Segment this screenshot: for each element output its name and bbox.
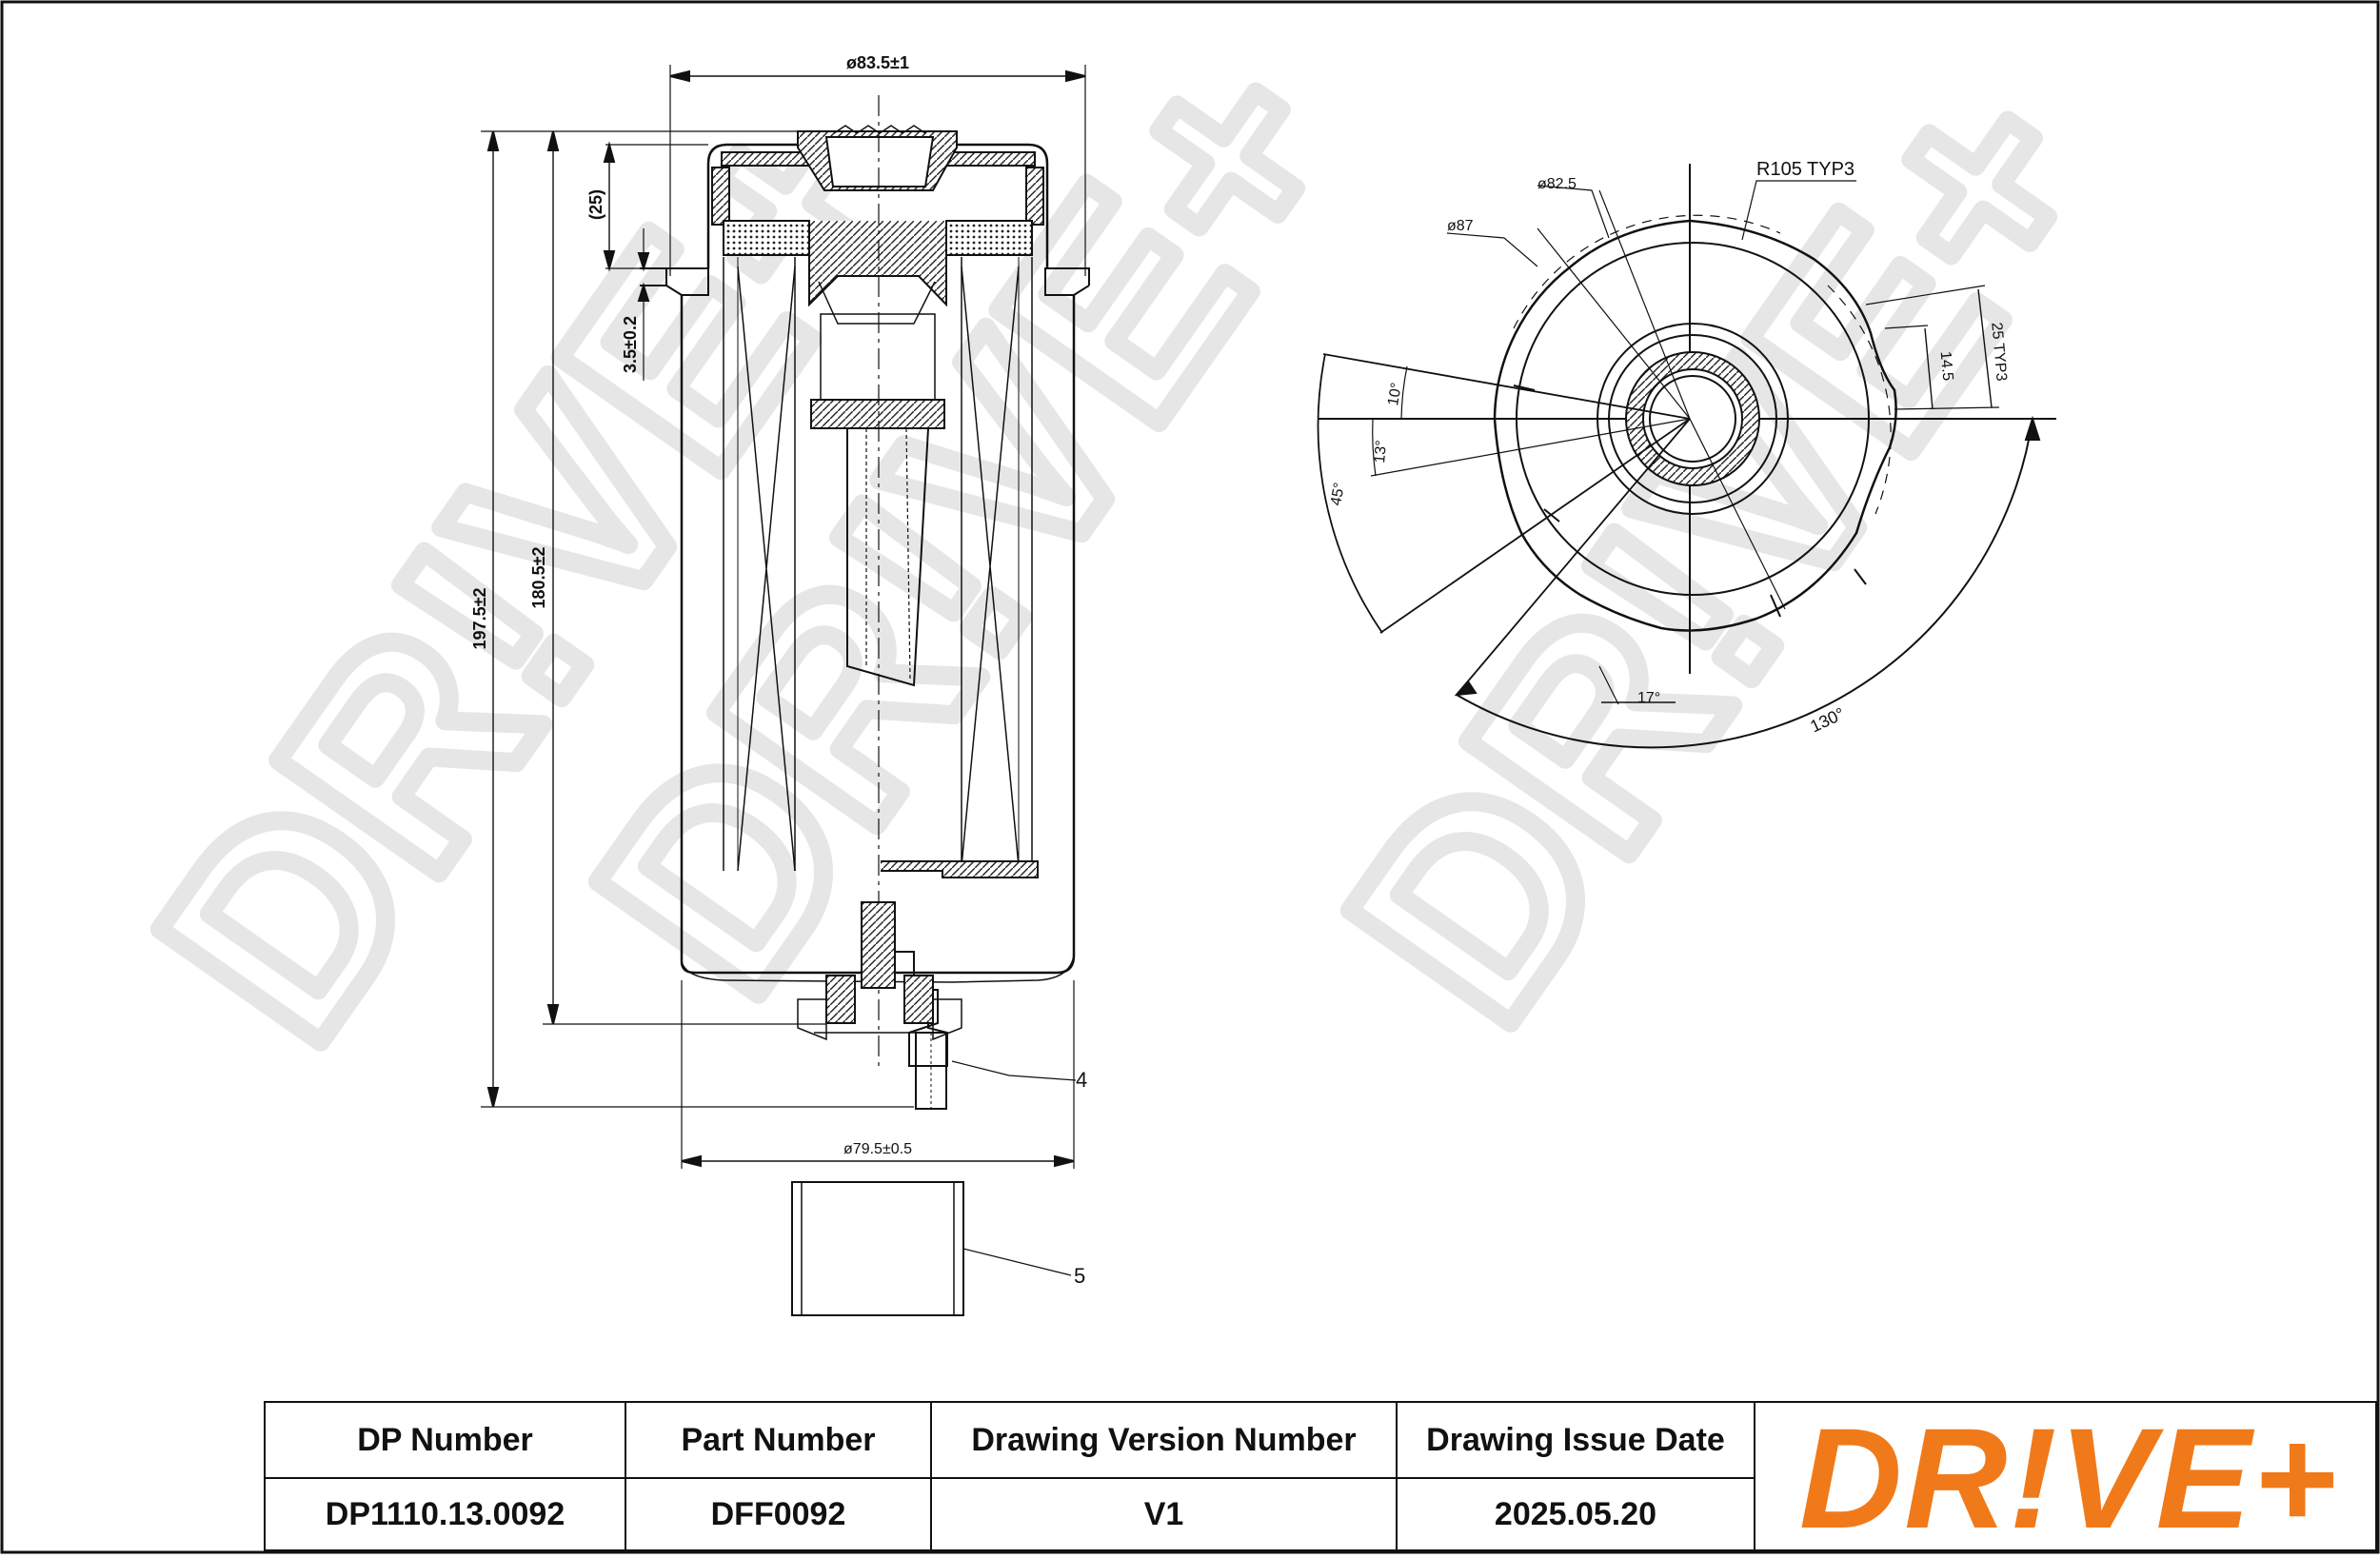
callout-4: 4: [1076, 1068, 1087, 1092]
dim-angle-45: 45°: [1328, 482, 1348, 507]
header-dp-number: DP Number: [357, 1421, 533, 1458]
value-part-number: DFF0092: [710, 1495, 846, 1532]
watermark-text-3: DR!VE+: [1287, 26, 2154, 1074]
dim-overall-height: 197.5±2: [470, 588, 489, 650]
header-part-number: Part Number: [681, 1421, 876, 1458]
dim-top-diameter: ø83.5±1: [846, 53, 909, 72]
dim-d87: ø87: [1447, 218, 1474, 234]
value-dp-number: DP1110.13.0092: [325, 1495, 565, 1532]
dim-r105: R105 TYP3: [1756, 159, 1854, 180]
header-issue-date: Drawing Issue Date: [1426, 1421, 1725, 1458]
dim-angle-17: 17°: [1637, 690, 1660, 706]
dim-14-5: 14.5: [1937, 350, 1956, 382]
dim-25-typ3: 25 TYP3: [1988, 322, 2009, 382]
dim-flange: 3.5±0.2: [621, 316, 640, 373]
side-view: [481, 65, 1090, 1316]
dim-cap-height: (25): [586, 189, 605, 220]
value-drawing-version: V1: [1143, 1495, 1184, 1532]
sleeve-part-5: [791, 1181, 964, 1316]
dim-d825: ø82.5: [1537, 176, 1577, 192]
dim-bottom-diameter: ø79.5±0.5: [843, 1141, 912, 1157]
dip-tube: [846, 427, 929, 687]
dim-angle-13: 13°: [1372, 440, 1390, 464]
value-issue-date: 2025.05.20: [1494, 1495, 1657, 1532]
drive-logo: DR!VE+: [1798, 1398, 2339, 1558]
top-view: [1317, 164, 2056, 749]
dim-angle-130: 130°: [1807, 704, 1847, 737]
dim-body-height: 180.5±2: [529, 547, 548, 609]
callout-5: 5: [1074, 1264, 1085, 1288]
header-drawing-version: Drawing Version Number: [971, 1421, 1357, 1458]
title-block-grid: [264, 1401, 2377, 1551]
dim-angle-10: 10°: [1385, 382, 1405, 407]
